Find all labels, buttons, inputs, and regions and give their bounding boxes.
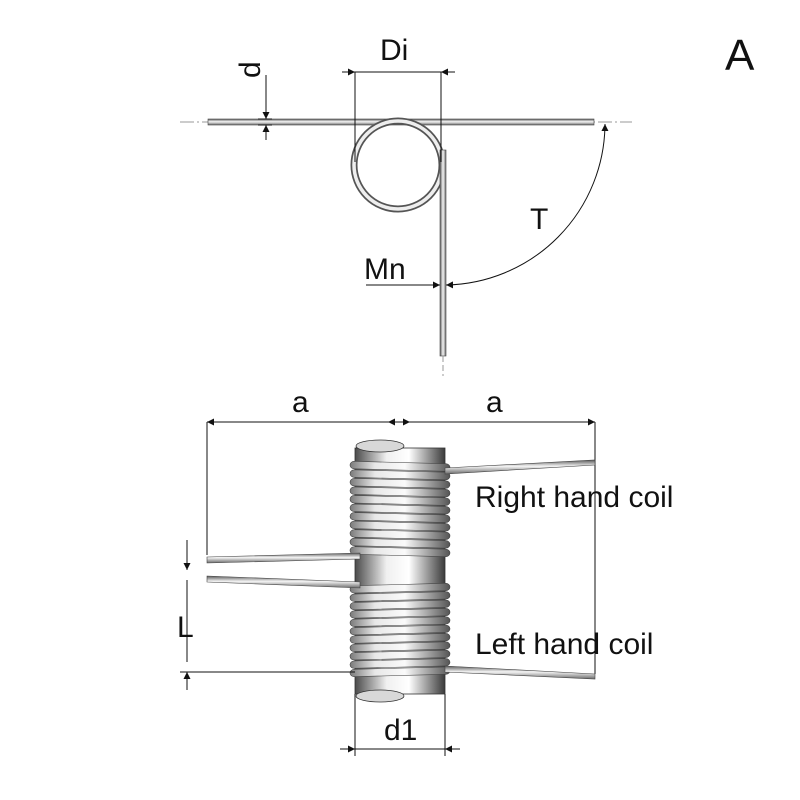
coil-winding	[349, 486, 451, 498]
left-coil-leg-left	[206, 575, 361, 589]
a-right-label: a	[486, 386, 503, 419]
left-coil-leg-right	[444, 665, 596, 680]
di-label: Di	[380, 34, 409, 67]
coil-winding	[349, 478, 451, 489]
coil-winding	[349, 546, 451, 557]
coil-winding	[349, 520, 451, 532]
view-label: A	[725, 31, 755, 80]
left-hand-coil-label: Left hand coil	[475, 628, 654, 661]
mn-label: Mn	[364, 253, 406, 286]
torque-label: T	[530, 203, 549, 236]
coil-winding	[349, 495, 451, 506]
top-view	[180, 68, 632, 376]
right-hand-coil	[349, 461, 451, 557]
left-hand-coil	[349, 583, 451, 677]
coil-winding	[349, 658, 451, 669]
top-vertical-leg	[439, 149, 447, 357]
coil-winding	[349, 599, 451, 611]
right-coil-leg-left	[206, 552, 361, 564]
coil-winding	[349, 583, 451, 594]
coil-winding	[349, 529, 451, 540]
coil-winding	[349, 591, 451, 602]
coil-winding	[349, 633, 451, 644]
coil-winding	[349, 608, 451, 619]
right-coil-leg-right	[444, 459, 596, 475]
coil-winding	[349, 537, 451, 549]
a-left-label: a	[292, 386, 309, 419]
d-label: d	[234, 61, 267, 78]
coil-winding	[349, 469, 451, 481]
torque-arc	[445, 123, 609, 289]
coil-winding	[349, 624, 451, 636]
coil-winding	[349, 503, 451, 515]
d1-label: d1	[384, 714, 418, 747]
l-label: L	[177, 611, 194, 644]
side-view	[180, 418, 596, 756]
coil-winding	[349, 649, 451, 661]
coil-winding	[349, 616, 451, 627]
coil-winding	[349, 641, 451, 652]
right-hand-coil-label: Right hand coil	[475, 481, 674, 514]
coil-winding	[349, 512, 451, 523]
